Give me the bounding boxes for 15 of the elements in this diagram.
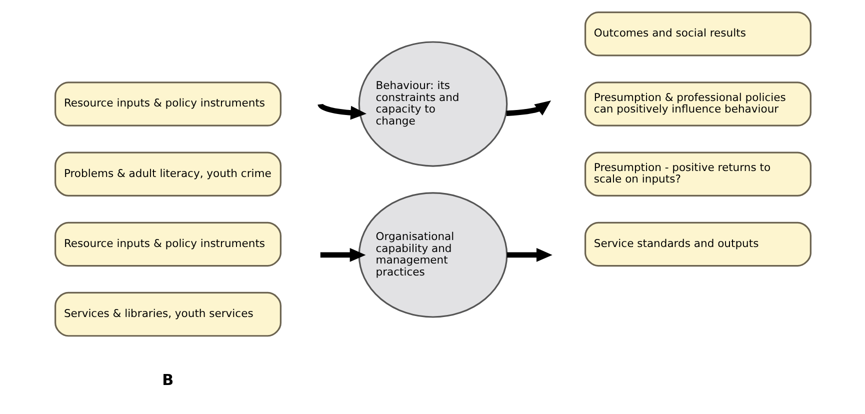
node-box: Resource inputs & policy instruments	[54, 82, 282, 126]
arrow	[506, 248, 552, 262]
arrow	[317, 103, 366, 120]
arrow	[320, 248, 366, 262]
node-box: Presumption - positive returns to scale on inputs?	[584, 152, 811, 196]
node-box: Services & libraries, youth services	[54, 292, 282, 337]
node-box: Problems & adult literacy, youth crime	[54, 152, 282, 196]
arrow	[506, 100, 551, 116]
label: B	[162, 371, 174, 390]
node-box: Outcomes and social results	[584, 12, 811, 56]
node-box: Presumption & professional policies can positively influence behaviour	[584, 82, 811, 126]
node-ellipse: Behaviour: its constraints and capacity to change	[358, 41, 508, 167]
node-box: Service standards and outputs	[584, 222, 811, 267]
node-box: Resource inputs & policy instruments	[54, 222, 282, 267]
node-ellipse: Organisational capability and management practices	[358, 192, 508, 318]
